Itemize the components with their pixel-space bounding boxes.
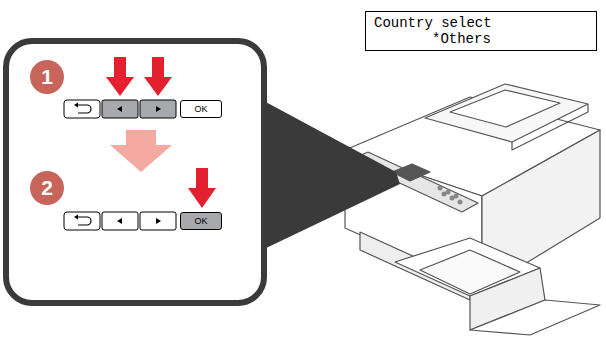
press-arrow [106,57,134,96]
press-arrow [188,168,216,208]
panel-key [442,192,447,197]
left-button [102,100,138,118]
lcd-display: Country select*Others [365,11,597,51]
callout-number: 2 [41,176,53,200]
ok-button: OK [180,100,222,118]
back-button [64,212,100,230]
ok-button: OK [180,212,222,230]
feeder-edge [512,104,588,150]
right-button [140,100,176,118]
printer [345,84,600,335]
left-icon [117,218,122,224]
callout-number: 1 [41,65,53,89]
panel-key [458,200,463,205]
press-arrow [144,57,172,96]
right-icon [156,218,161,224]
back-icon-head [74,103,78,108]
step-arrow [110,130,172,172]
left-icon [117,106,122,112]
panel-key [438,186,443,191]
callout-wedge [262,100,400,250]
lcd-line: Country select [374,15,588,31]
left-button [102,212,138,230]
tray-extension-end [470,300,600,335]
lcd-option: *Others [374,31,588,47]
right-button [140,212,176,230]
back-icon [76,105,91,113]
callout-number: 2 [30,171,64,205]
button-label: OK [194,216,207,226]
callout-number: 1 [30,60,64,94]
right-icon [156,106,161,112]
document-feeder [425,84,588,142]
button-label: OK [194,104,207,114]
panel-key [450,196,455,201]
back-icon [76,217,91,225]
callout-panel [6,41,264,303]
back-icon-head [74,215,78,220]
back-button [64,100,100,118]
feeder-tray [450,90,560,127]
